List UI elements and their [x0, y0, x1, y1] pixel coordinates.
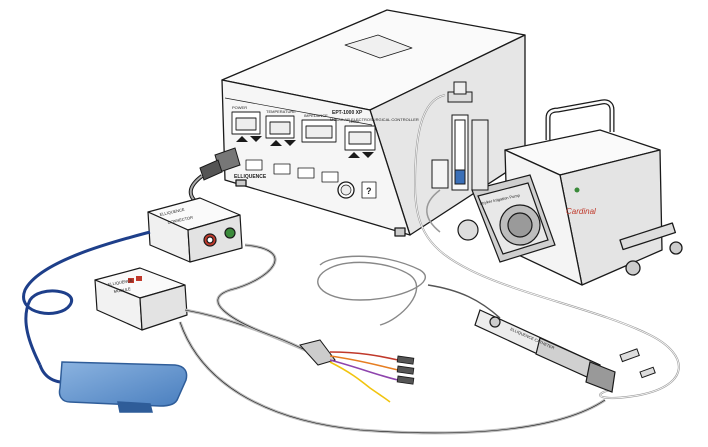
grounding-pad: [58, 361, 188, 413]
irrigation-syringe: [431, 81, 489, 191]
colored-leads: [329, 351, 399, 403]
interface-box-sub: CONNECTOR: [167, 215, 193, 225]
lead-connectors: [396, 355, 415, 385]
pump-status-led: [574, 187, 580, 193]
interface-box-label: ELLIQUENCE: [159, 207, 185, 217]
impedance-display: [301, 119, 337, 143]
controller-cable-plug: [199, 147, 241, 181]
panel-label-temperature: TEMPERATURE: [266, 109, 296, 114]
controller-brand: ELLIQUENCE: [234, 174, 267, 180]
interface-cable: [216, 243, 311, 354]
panel-label-power: POWER: [232, 105, 247, 110]
interface-box: [147, 197, 243, 263]
panel-label-temp: TEMP: [348, 119, 359, 124]
panel-label-impedance: IMPEDANCE: [304, 113, 328, 118]
small-box-cable: [184, 308, 311, 354]
small-box-sub: MODULE: [113, 286, 131, 294]
small-control-box: [94, 267, 188, 331]
small-box-label: ELLIQUENCE: [107, 278, 133, 287]
help-glyph: ?: [366, 186, 372, 196]
up-down-arrow-buttons[interactable]: [236, 136, 374, 158]
pump-brand: Cardinal: [566, 207, 596, 216]
probe-wire: [317, 255, 427, 326]
temp-display: [344, 125, 376, 151]
grounding-pad-cable: [22, 230, 151, 366]
control-buttons[interactable]: [245, 159, 339, 183]
model-subtitle: MODULAR ELECTROSURGICAL CONTROLLER: [330, 117, 419, 122]
model-label: EPT-1000 XP: [332, 110, 363, 116]
pump-head: [457, 174, 556, 263]
catheter-handle: [474, 309, 616, 393]
temperature-display: [265, 115, 295, 139]
tube-connectors: [619, 348, 656, 379]
help-button[interactable]: [361, 181, 377, 199]
power-display: [231, 111, 261, 135]
cable-splitter: [299, 339, 336, 366]
